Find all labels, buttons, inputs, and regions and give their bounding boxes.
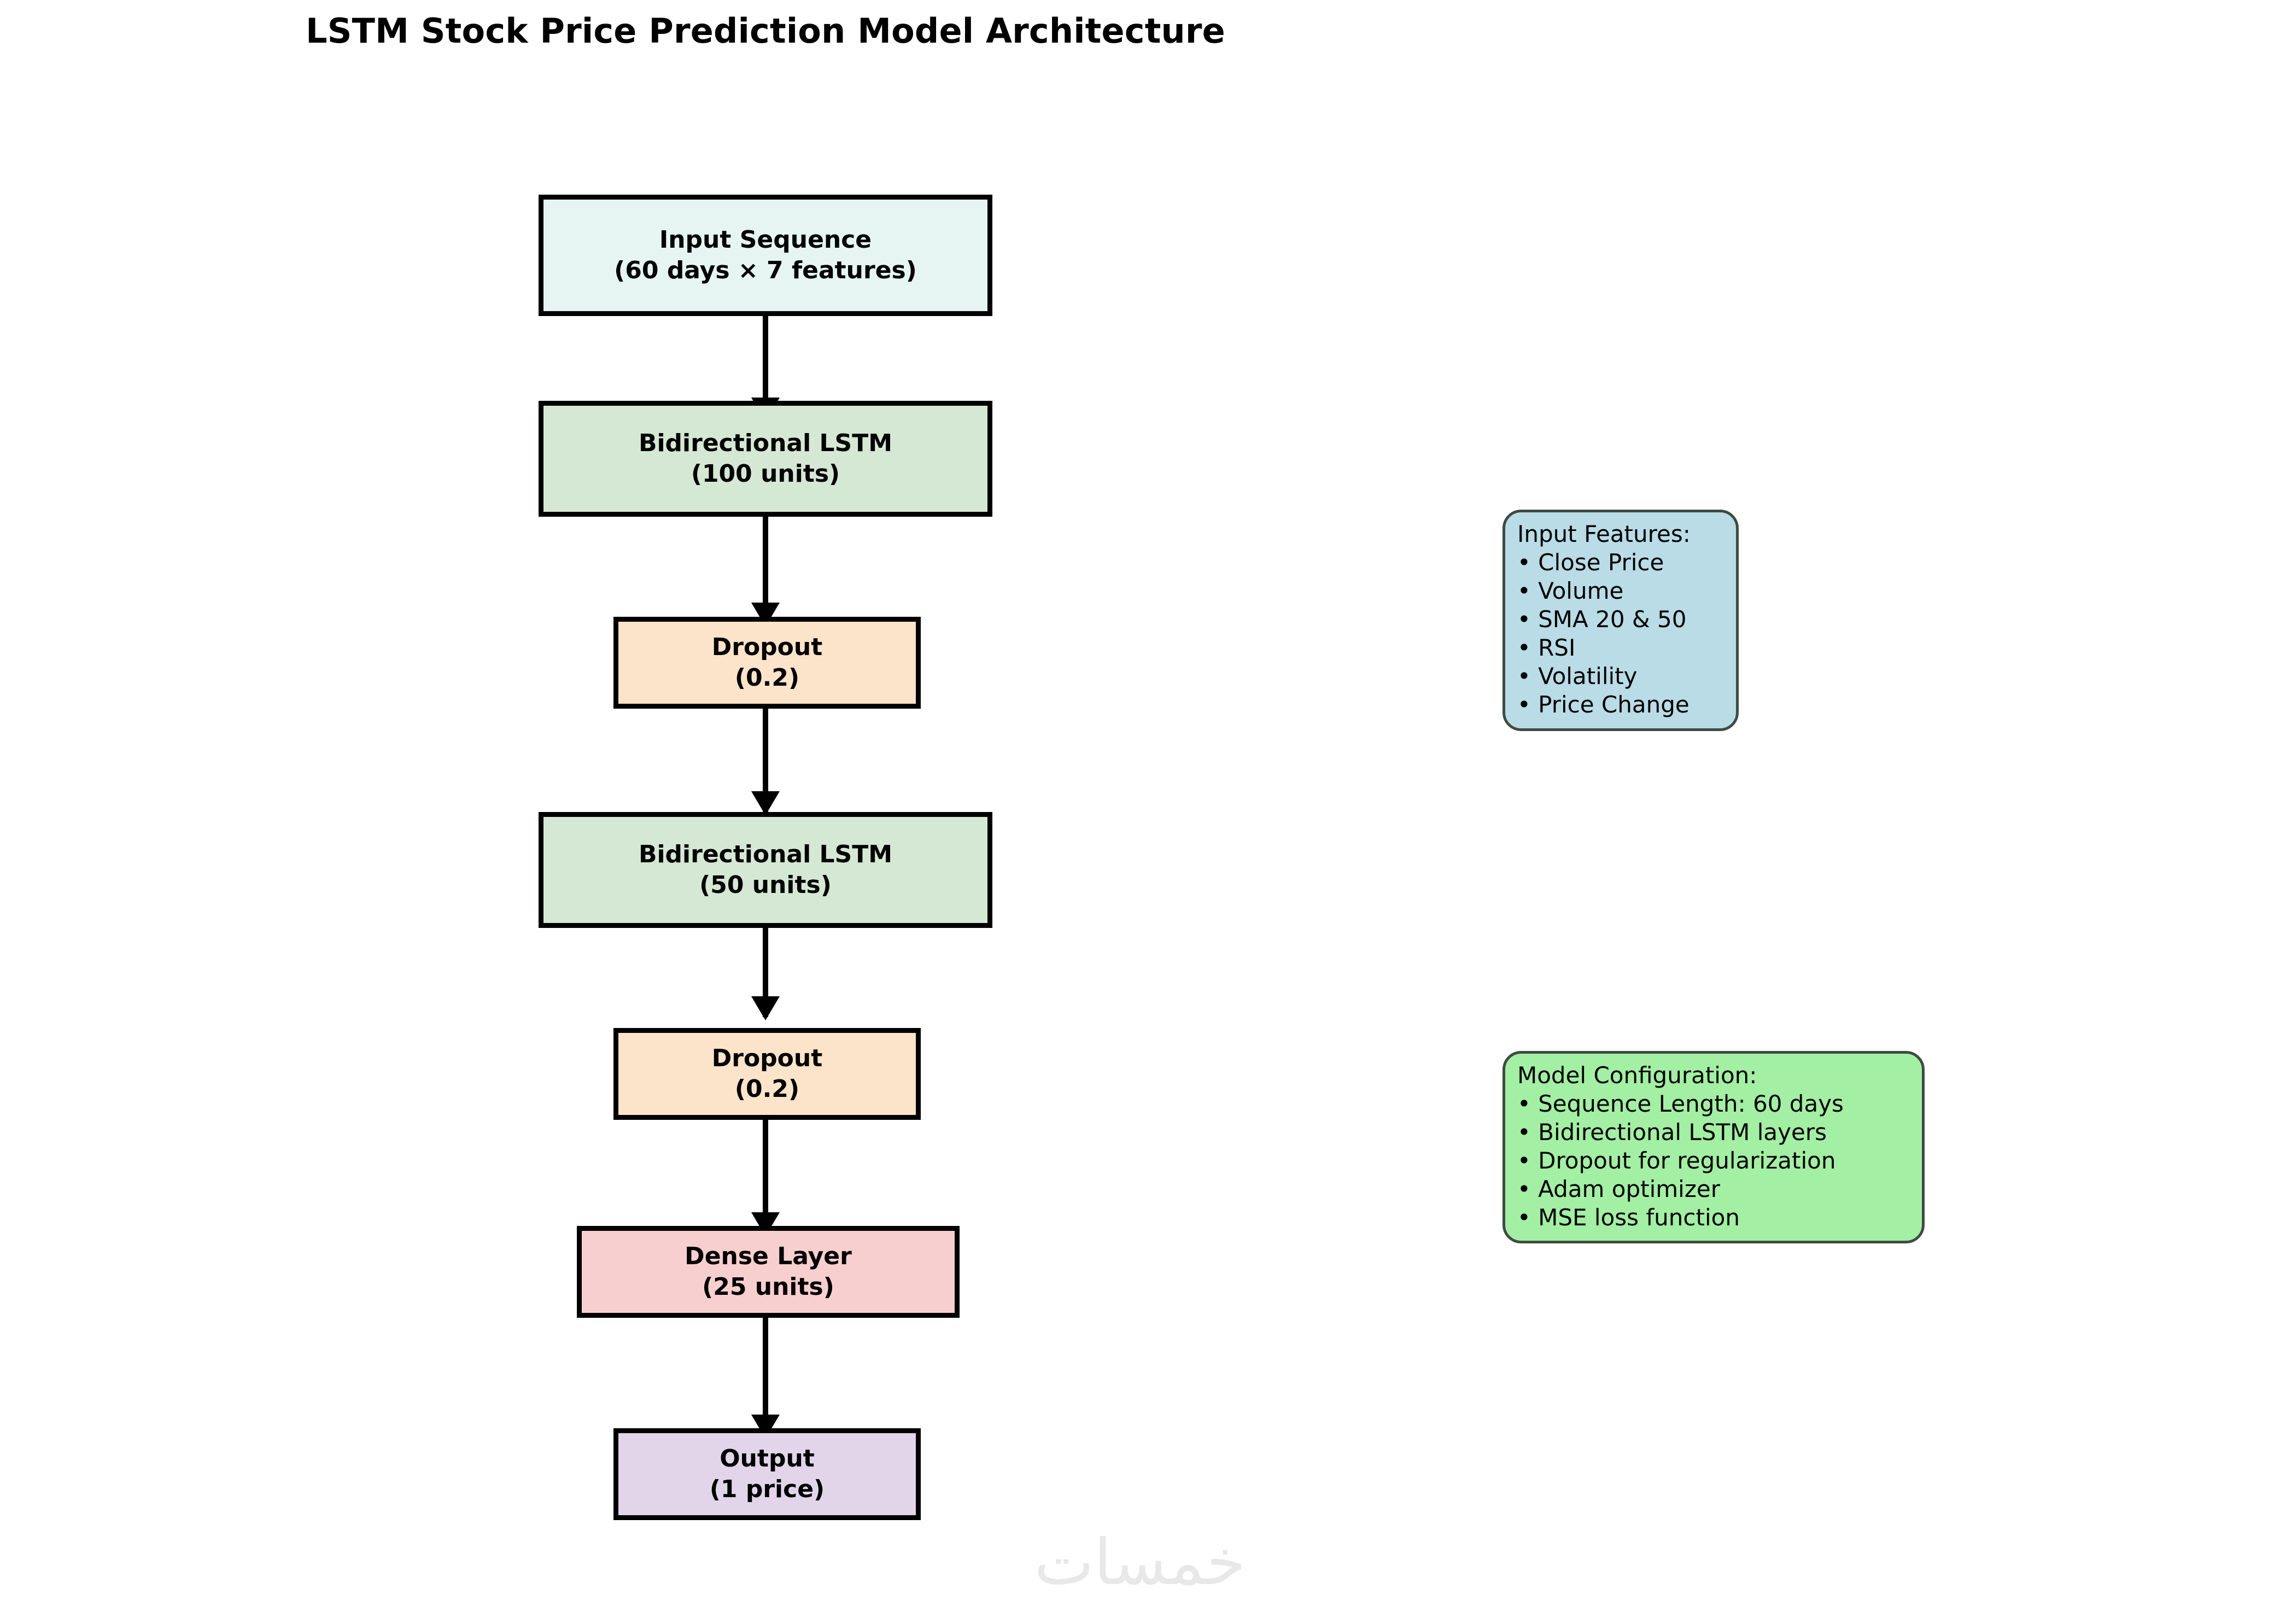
watermark-khamsat: خمسات [1034, 1526, 1246, 1599]
arrow-stem [763, 1096, 768, 1233]
node-dense-layer[interactable]: Dense Layer (25 units) [577, 1226, 960, 1318]
node-label-line1: Dense Layer [685, 1242, 852, 1270]
node-label-line1: Bidirectional LSTM [638, 429, 893, 457]
arrow-stem [763, 511, 768, 623]
panel-item: • Volatility [1517, 663, 1638, 690]
arrow-lstm100-to-dropout1 [751, 511, 780, 627]
panel-item: • Close Price [1517, 549, 1664, 576]
node-label-line1: Bidirectional LSTM [638, 840, 893, 868]
node-label-line2: (1 price) [709, 1475, 825, 1503]
node-dropout-1[interactable]: Dropout (0.2) [613, 617, 921, 709]
arrow-stem [763, 905, 768, 1017]
page-title: LSTM Stock Price Prediction Model Archit… [306, 11, 1225, 51]
node-label-line1: Output [720, 1444, 815, 1473]
node-dropout-2[interactable]: Dropout (0.2) [613, 1028, 921, 1120]
panel-title: Input Features: [1517, 521, 1691, 547]
node-label-line1: Dropout [711, 633, 823, 661]
panel-item: • Bidirectional LSTM layers [1517, 1119, 1827, 1146]
node-label-line2: (0.2) [734, 664, 800, 692]
node-label-line1: Dropout [711, 1044, 823, 1072]
panel-item: • Price Change [1517, 691, 1689, 718]
node-label-line2: (60 days × 7 features) [614, 256, 917, 284]
arrow-head [751, 791, 780, 815]
panel-item: • Sequence Length: 60 days [1517, 1090, 1844, 1118]
node-label-line2: (100 units) [691, 460, 840, 488]
panel-item: • Volume [1517, 577, 1624, 605]
panel-item: • Dropout for regularization [1517, 1147, 1836, 1175]
panel-item: • SMA 20 & 50 [1517, 606, 1687, 633]
panel-item: • MSE loss function [1517, 1204, 1740, 1231]
panel-item: • RSI [1517, 634, 1576, 662]
arrow-stem [763, 1312, 768, 1435]
arrow-stem [763, 703, 768, 812]
panel-title: Model Configuration: [1517, 1062, 1757, 1089]
node-bilstm-100[interactable]: Bidirectional LSTM (100 units) [539, 401, 992, 517]
arrow-dropout1-to-lstm50 [751, 703, 780, 815]
panel-input-features: Input Features: • Close Price • Volume •… [1503, 510, 1739, 731]
panel-item: • Adam optimizer [1517, 1176, 1721, 1203]
node-label-line2: (25 units) [702, 1273, 834, 1301]
node-label-line2: (0.2) [734, 1075, 800, 1103]
arrow-stem [763, 309, 768, 418]
panel-model-configuration: Model Configuration: • Sequence Length: … [1503, 1051, 1925, 1244]
node-label-line2: (50 units) [699, 871, 832, 899]
node-output-layer[interactable]: Output (1 price) [613, 1428, 921, 1520]
node-input-sequence[interactable]: Input Sequence (60 days × 7 features) [539, 195, 992, 316]
arrow-lstm50-to-dropout2 [751, 905, 780, 1020]
node-label-line1: Input Sequence [659, 225, 872, 254]
arrow-dense-to-output [751, 1312, 780, 1439]
arrow-head [751, 996, 780, 1020]
node-bilstm-50[interactable]: Bidirectional LSTM (50 units) [539, 812, 992, 928]
